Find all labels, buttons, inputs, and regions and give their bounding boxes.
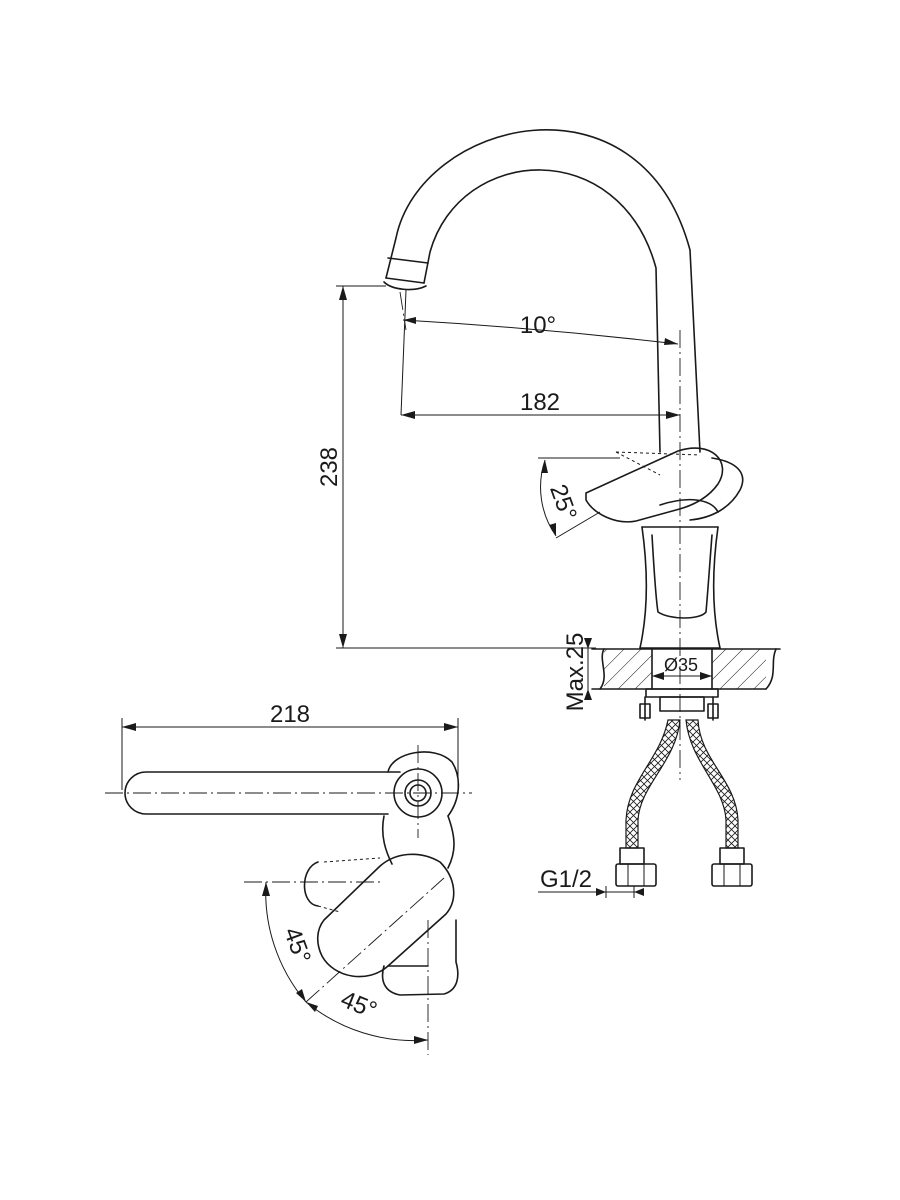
outlet-angle-label: 10° xyxy=(520,312,556,339)
reach-label: 182 xyxy=(520,389,560,416)
handle-axis-centerline xyxy=(305,877,445,1003)
connection-thread-label: G1/2 xyxy=(540,866,592,893)
dimension-rotation: 45° 45° xyxy=(262,881,429,1044)
side-view: 10° 182 238 25° xyxy=(316,129,781,898)
top-view: 218 45° 45° xyxy=(105,701,472,1055)
dimension-top-view-length: 218 xyxy=(121,701,459,790)
dimension-height: 238 xyxy=(316,285,596,649)
handle-top xyxy=(303,853,459,996)
handle-lever xyxy=(585,447,744,523)
rotation-right-label: 45° xyxy=(337,986,381,1025)
dimension-outlet-angle: 10° xyxy=(400,289,679,416)
dimension-connection-thread: G1/2 xyxy=(538,866,644,898)
counter-thickness-label: Max.25 xyxy=(562,633,589,712)
handle-angle-label: 25° xyxy=(544,481,582,524)
dimension-counter-thickness: Max.25 xyxy=(562,633,592,712)
top-view-length-label: 218 xyxy=(270,701,310,728)
base-top xyxy=(381,751,460,869)
hole-diameter-label: Ø35 xyxy=(664,655,698,675)
dimension-handle-angle: 25° xyxy=(538,457,620,539)
dimension-hole-diameter: Ø35 xyxy=(652,655,712,680)
mounting-hardware xyxy=(639,688,719,721)
spout-top xyxy=(124,771,401,815)
spout xyxy=(383,129,701,453)
rotation-left-label: 45° xyxy=(278,924,316,967)
flex-hoses xyxy=(615,719,753,887)
height-label: 238 xyxy=(316,447,343,487)
dimension-reach: 182 xyxy=(401,389,680,419)
